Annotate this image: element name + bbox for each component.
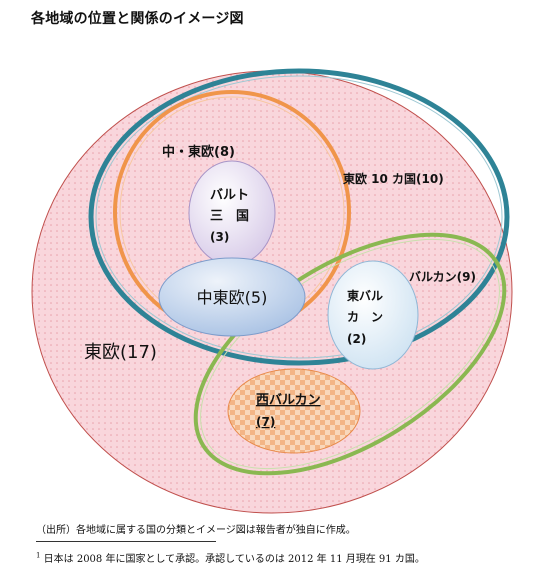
east-europe-10-region: [88, 68, 510, 366]
footnote: 1 日本は 2008 年に国家として承認。承認しているのは 2012 年 11 …: [36, 550, 425, 565]
source-note: （出所）各地域に属する国の分類とイメージ図は報告者が独自に作成。: [36, 521, 356, 536]
east-balkan-bubble: [327, 260, 419, 370]
baltic-states-label-line1: バルト: [210, 188, 249, 203]
west-balkan-count: (7): [256, 415, 275, 429]
central-east-europe-5-bubble: [158, 257, 306, 337]
east-balkan-count: (2): [347, 332, 366, 346]
east-balkan-label-line1: 東バル: [347, 288, 383, 303]
balkan-region: [193, 232, 507, 476]
baltic-states-count: (3): [210, 230, 229, 244]
east-europe-label: 東欧(17): [84, 342, 157, 363]
east-balkan-label-line2: カ ン: [347, 310, 383, 324]
baltic-states-label-line2: 三 国: [210, 209, 249, 224]
footnote-text: 日本は 2008 年に国家として承認。承認しているのは 2012 年 11 月現…: [43, 554, 425, 565]
central-east-europe-label: 中・東欧(8): [162, 144, 235, 160]
page-title: 各地域の位置と関係のイメージ図: [31, 11, 244, 27]
footnote-marker: 1: [36, 551, 41, 560]
east-europe-10-label: 東欧 10 カ国(10): [343, 171, 444, 186]
source-text: 各地域に属する国の分類とイメージ図は報告者が独自に作成。: [76, 525, 356, 536]
region-diagram: 東欧(17) 東欧 10 カ国(10) 中・東欧(8) バルト 三 国 (3) …: [31, 68, 513, 514]
footnote-divider: [36, 541, 216, 542]
west-balkan-label: 西バルカン: [256, 393, 321, 408]
west-balkan-bubble: [227, 368, 361, 454]
source-label: （出所）: [36, 525, 76, 536]
balkan-label: バルカン(9): [409, 270, 476, 284]
central-east-europe-5-label: 中東欧(5): [197, 288, 268, 307]
